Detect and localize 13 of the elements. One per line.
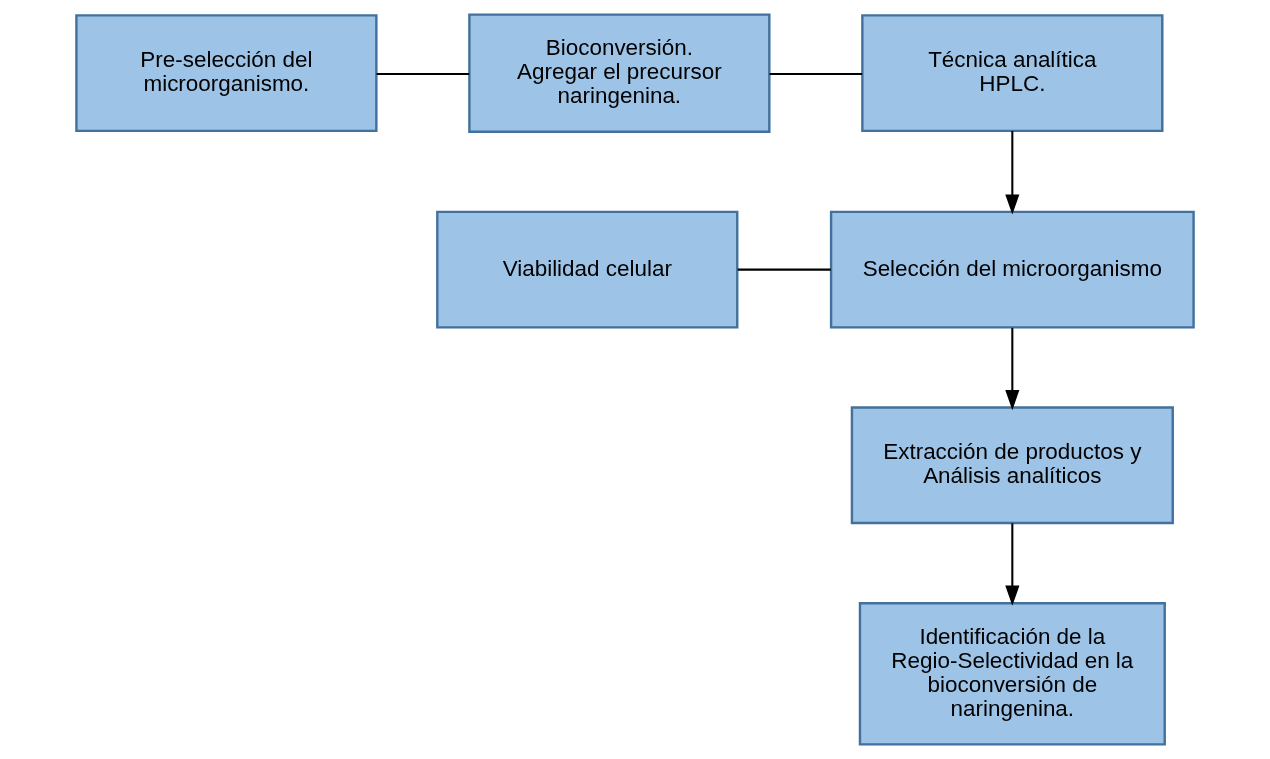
connector xyxy=(376,72,470,75)
node-box: Técnica analítica HPLC. xyxy=(861,14,1164,133)
connector xyxy=(769,72,863,75)
node-box: Identificación de la Regio-Selectividad en la bioconversión de naringenina. xyxy=(858,602,1166,746)
connector xyxy=(737,268,831,271)
node-box: Bioconversión. Agregar el precursor naringenina. xyxy=(468,13,771,133)
arrow xyxy=(1005,327,1020,411)
node-box: Pre-selección del microorganismo. xyxy=(75,14,378,133)
arrow xyxy=(1005,523,1020,606)
node-box: Selección del microorganismo xyxy=(829,210,1195,329)
arrow xyxy=(1005,131,1020,215)
node-box: Viabilidad celular xyxy=(436,210,739,329)
node-box: Extracción de productos y Análisis analíticos xyxy=(850,406,1174,525)
